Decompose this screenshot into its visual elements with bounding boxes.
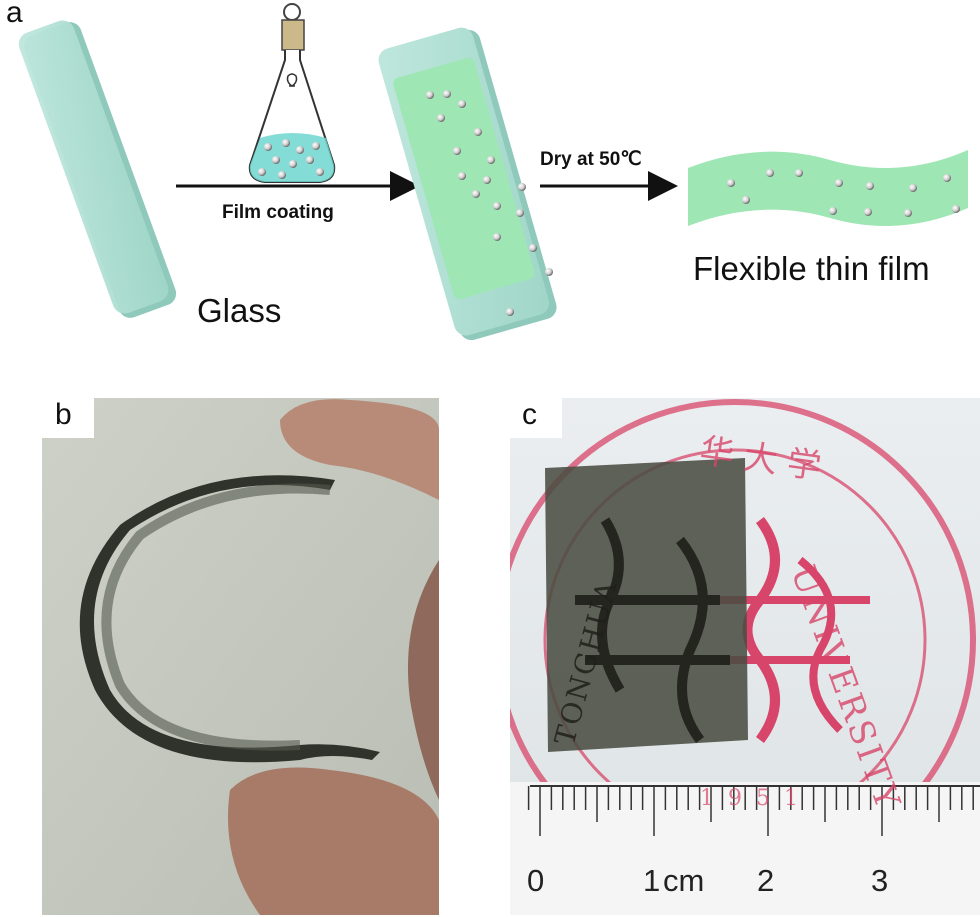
ruler-label-cm: cm	[663, 863, 705, 898]
coated-glass-slide	[378, 27, 557, 341]
panel-c-label-box: c	[510, 398, 562, 438]
flexible-thin-film-label: Flexible thin film	[693, 250, 930, 287]
panel-b-label: b	[55, 398, 72, 431]
flask-icon	[248, 3, 336, 183]
photo-film-on-seal	[494, 398, 980, 915]
panel-b-label-box: b	[42, 398, 94, 438]
flexible-film	[688, 150, 968, 226]
ruler-ticks	[527, 786, 974, 836]
ruler-label-2: 2	[757, 863, 775, 898]
panel-a-label: a	[6, 0, 23, 29]
glass-label: Glass	[197, 292, 282, 329]
coated-slide-beads	[426, 90, 553, 316]
dry-label: Dry at 50℃	[540, 149, 642, 170]
ruler-label-3: 3	[871, 863, 889, 898]
film-beads	[727, 169, 960, 217]
panel-c-label: c	[522, 398, 537, 431]
ruler-label-1: 1	[643, 863, 661, 898]
photo-bent-film	[42, 398, 439, 915]
film-coating-label: Film coating	[222, 202, 334, 223]
flask-beads	[258, 139, 324, 179]
seal-year: 1951	[700, 786, 812, 811]
ruler-label-0: 0	[527, 863, 545, 898]
glass-slide	[18, 20, 177, 318]
